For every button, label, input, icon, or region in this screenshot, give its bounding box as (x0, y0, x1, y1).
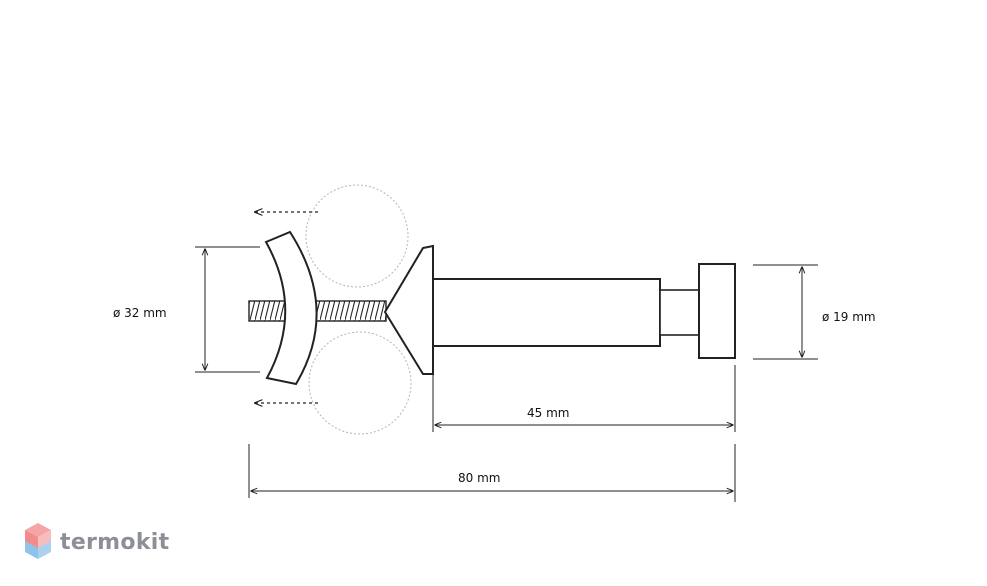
dimension-sleeve-length: 45 mm (432, 365, 736, 432)
pipe-circle-top (305, 184, 409, 288)
sleeve-length-label: 45 mm (527, 406, 569, 420)
pipe-circle-bottom (308, 331, 412, 435)
pipe-outline-circles (305, 184, 412, 435)
movement-arrows (255, 212, 318, 403)
diameter-left-label: ø 32 mm (113, 306, 167, 320)
sleeve-body (432, 278, 661, 347)
termokit-logo[interactable]: termokit (25, 523, 170, 559)
brand-name: termokit (60, 530, 170, 555)
end-cap (698, 263, 736, 359)
curved-clamp (264, 230, 318, 386)
diameter-right-label: ø 19 mm (822, 310, 876, 324)
total-length-label: 80 mm (458, 471, 500, 485)
sleeve-neck (659, 289, 700, 336)
termokit-cube-icon (25, 523, 51, 559)
dimension-right-diameter: ø 19 mm (753, 264, 876, 360)
cone-washer (383, 244, 434, 375)
dimension-total-length: 80 mm (248, 444, 736, 502)
dimension-left-diameter: ø 32 mm (113, 246, 260, 373)
